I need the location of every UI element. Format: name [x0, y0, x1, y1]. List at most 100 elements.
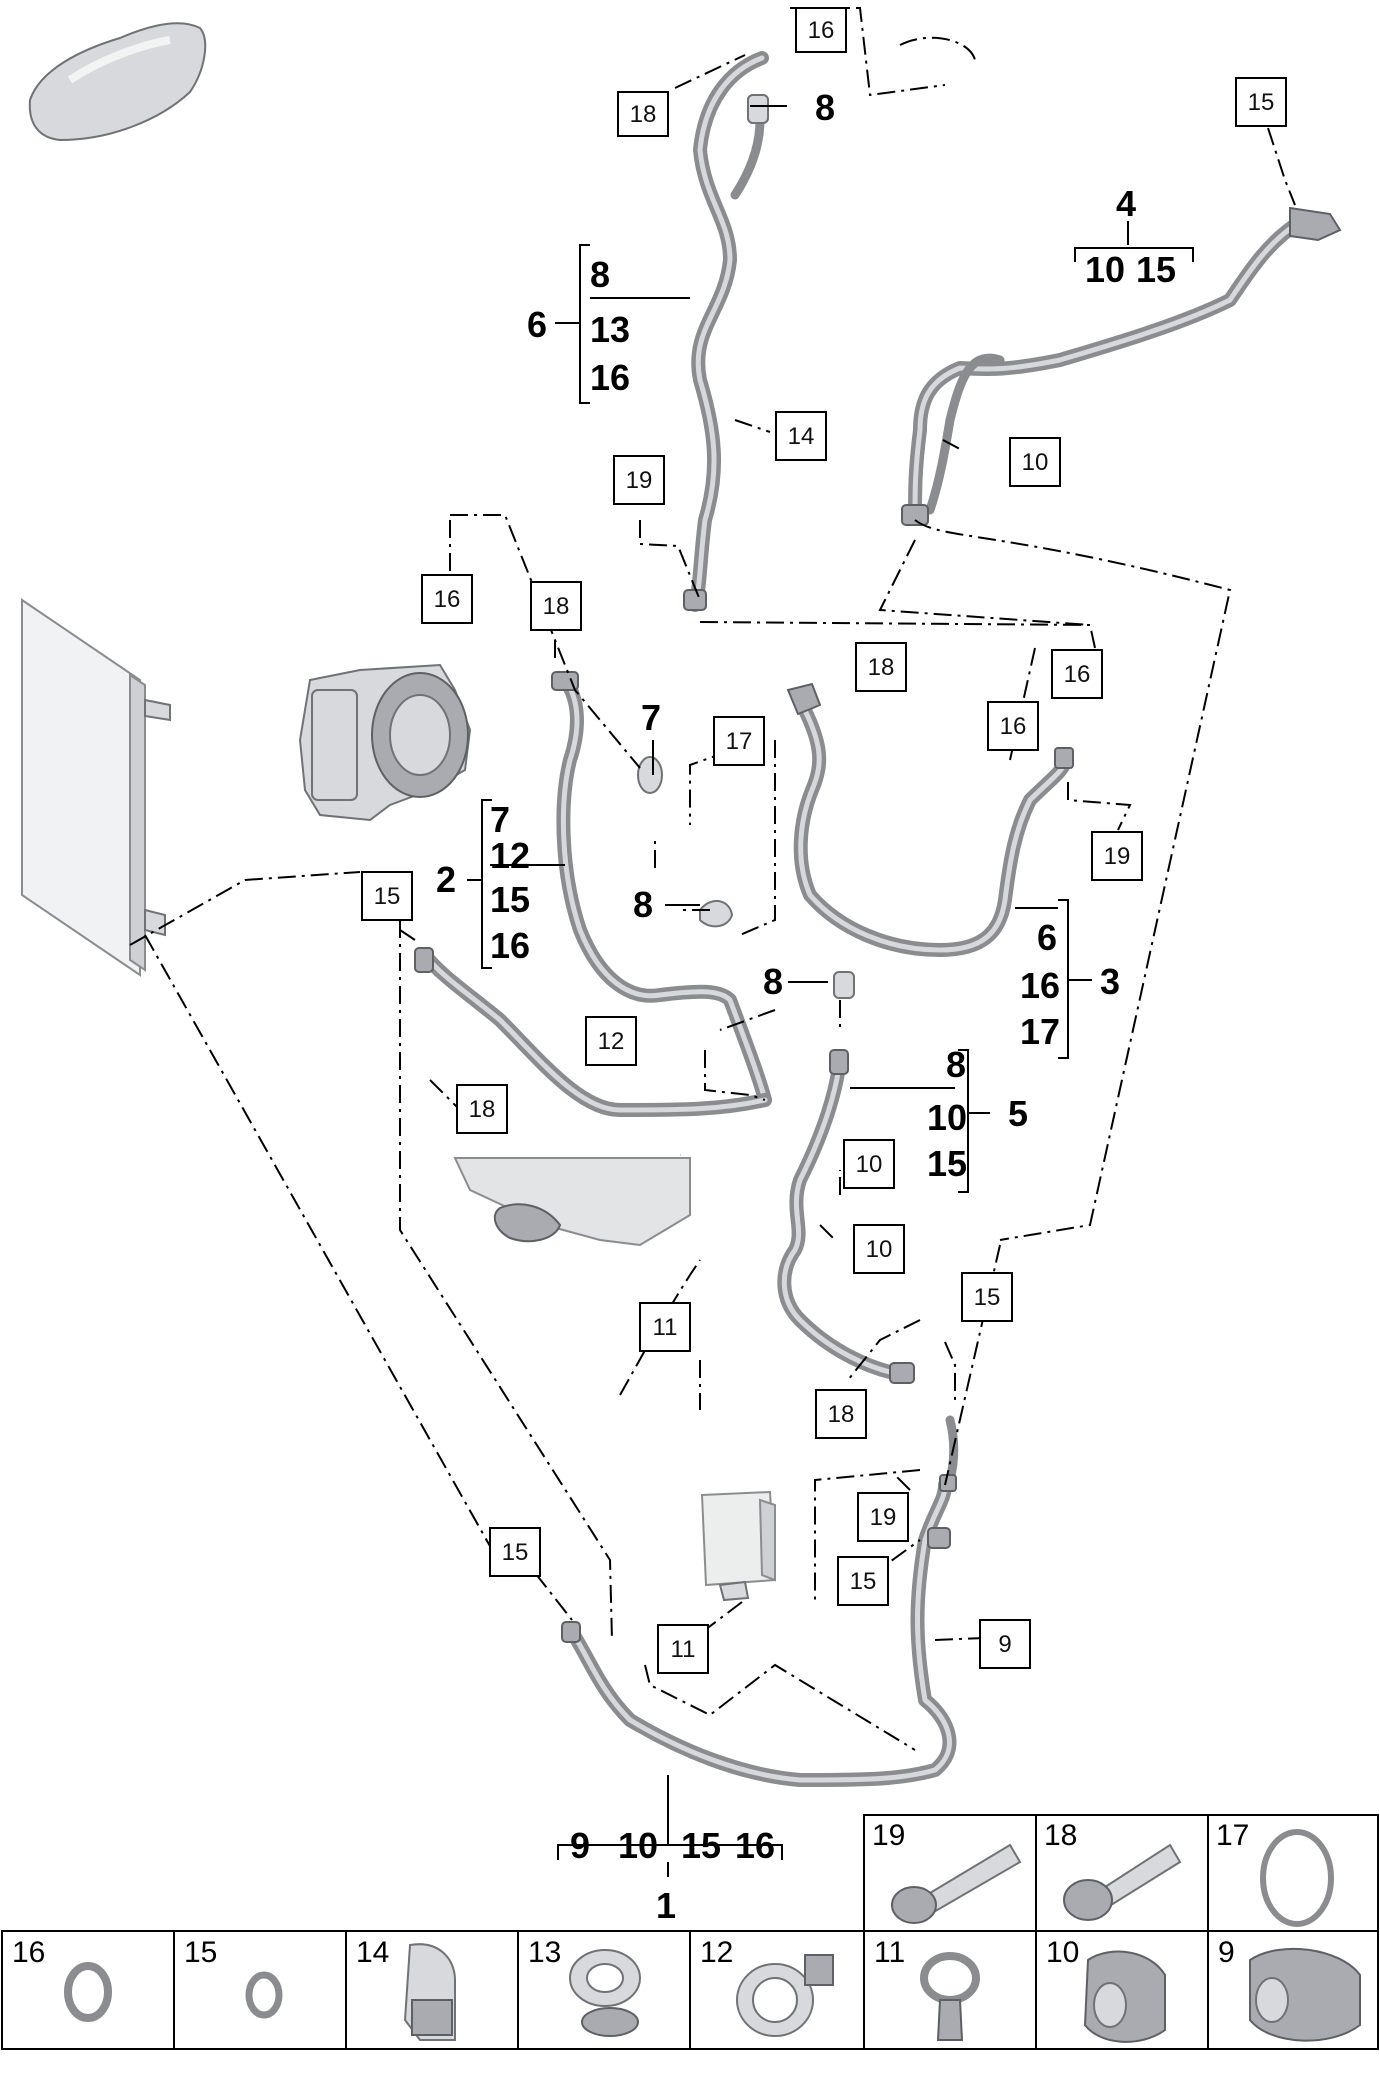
svg-text:18: 18 [828, 1401, 855, 1428]
svg-text:19: 19 [870, 1504, 897, 1531]
svg-text:6: 6 [527, 304, 547, 345]
svg-text:6: 6 [1037, 917, 1057, 958]
callout-10-a: 10 [843, 1139, 895, 1189]
evaporator-icon [700, 1490, 777, 1602]
svg-text:16: 16 [808, 17, 835, 44]
o-ring-large-icon [64, 1962, 112, 2022]
callout-17: 17 [713, 716, 765, 766]
callout-16-mid: 16 [421, 574, 473, 624]
seal-ring-icon [1260, 1829, 1334, 1927]
pipe-6 [683, 51, 769, 612]
callout-15-left: 15 [361, 871, 413, 921]
svg-text:8: 8 [815, 87, 835, 128]
clip-holder-icon [920, 1952, 980, 2041]
svg-text:10: 10 [1022, 449, 1049, 476]
callout-18-bot: 18 [815, 1389, 867, 1439]
svg-text:13: 13 [528, 1936, 561, 1969]
pipe-3 [786, 682, 1074, 957]
callout-19-bot: 19 [857, 1492, 909, 1542]
svg-text:16: 16 [1000, 713, 1027, 740]
callout-16-r1: 16 [1051, 649, 1103, 699]
svg-text:9: 9 [998, 1631, 1011, 1658]
callout-19-r: 19 [1091, 831, 1143, 881]
callout-15-mid: 15 [489, 1527, 541, 1577]
callout-12: 12 [585, 1016, 637, 1066]
callout-14: 14 [775, 411, 827, 461]
svg-text:8: 8 [590, 254, 610, 295]
grommet-large-icon [1249, 1947, 1361, 2042]
svg-text:15: 15 [374, 883, 401, 910]
short-bolt-icon [1063, 1843, 1182, 1921]
svg-text:16: 16 [490, 925, 530, 966]
svg-text:10: 10 [618, 1825, 658, 1866]
svg-text:11: 11 [874, 1936, 905, 1969]
svg-text:18: 18 [1044, 1819, 1077, 1852]
compressor-icon [298, 663, 472, 822]
svg-text:13: 13 [590, 309, 630, 350]
svg-text:18: 18 [543, 593, 570, 620]
callout-19-left: 19 [613, 455, 665, 505]
svg-text:4: 4 [1116, 183, 1136, 224]
clip-icon [403, 1943, 456, 2041]
svg-text:11: 11 [671, 1636, 696, 1663]
callout-16-top: 16 [795, 7, 847, 53]
svg-text:15: 15 [850, 1568, 877, 1595]
svg-text:16: 16 [1064, 661, 1091, 688]
callout-15-r: 15 [961, 1272, 1013, 1322]
svg-text:12: 12 [598, 1028, 625, 1055]
car-icon [28, 22, 207, 142]
svg-text:5: 5 [1008, 1093, 1028, 1134]
svg-text:10: 10 [1085, 249, 1125, 290]
svg-text:12: 12 [700, 1936, 733, 1969]
svg-text:7: 7 [641, 697, 661, 738]
svg-text:15: 15 [974, 1284, 1001, 1311]
svg-text:15: 15 [1248, 89, 1275, 116]
callout-18-top: 18 [617, 91, 669, 137]
svg-text:9: 9 [1218, 1936, 1235, 1969]
svg-text:15: 15 [1136, 249, 1176, 290]
svg-text:16: 16 [1020, 965, 1060, 1006]
legend-grid: 19 18 17 16 15 14 13 12 11 10 9 [1, 1814, 1379, 2050]
legend-cell-15 [173, 1930, 347, 2050]
svg-text:8: 8 [763, 961, 783, 1002]
bracket-lines [467, 105, 1194, 1877]
svg-text:16: 16 [735, 1825, 775, 1866]
callout-18-r: 18 [855, 642, 907, 692]
fittings [637, 94, 855, 999]
svg-text:19: 19 [1104, 843, 1131, 870]
callout-18-low: 18 [456, 1084, 508, 1134]
svg-text:1: 1 [656, 1885, 676, 1926]
svg-text:10: 10 [856, 1151, 883, 1178]
callout-10-b: 10 [853, 1224, 905, 1274]
svg-text:14: 14 [788, 423, 815, 450]
callout-9: 9 [979, 1619, 1031, 1669]
svg-text:15: 15 [490, 879, 530, 920]
callout-10-right: 10 [1009, 437, 1061, 487]
svg-text:17: 17 [1216, 1819, 1249, 1852]
callout-11-a: 11 [639, 1302, 691, 1352]
grommet-icon [1083, 1950, 1166, 2043]
callout-15-top: 15 [1235, 77, 1287, 127]
bolt-icon [891, 1843, 1022, 1924]
holder-icon [569, 1949, 641, 2037]
pipe-1 [561, 1415, 959, 1787]
svg-text:9: 9 [570, 1825, 590, 1866]
callout-15-bot: 15 [837, 1556, 889, 1606]
svg-text:10: 10 [927, 1097, 967, 1138]
svg-text:18: 18 [868, 654, 895, 681]
svg-text:11: 11 [653, 1314, 678, 1341]
svg-text:19: 19 [626, 467, 653, 494]
callout-18-mid: 18 [530, 581, 582, 631]
svg-text:14: 14 [356, 1936, 389, 1969]
svg-text:15: 15 [927, 1143, 967, 1184]
svg-text:7: 7 [490, 799, 510, 840]
callout-16-r2: 16 [987, 701, 1039, 751]
svg-text:2: 2 [436, 859, 456, 900]
svg-text:15: 15 [184, 1936, 217, 1969]
svg-text:17: 17 [726, 728, 753, 755]
condenser-icon [21, 598, 171, 977]
pipe-5 [777, 1049, 915, 1384]
svg-text:16: 16 [434, 586, 461, 613]
